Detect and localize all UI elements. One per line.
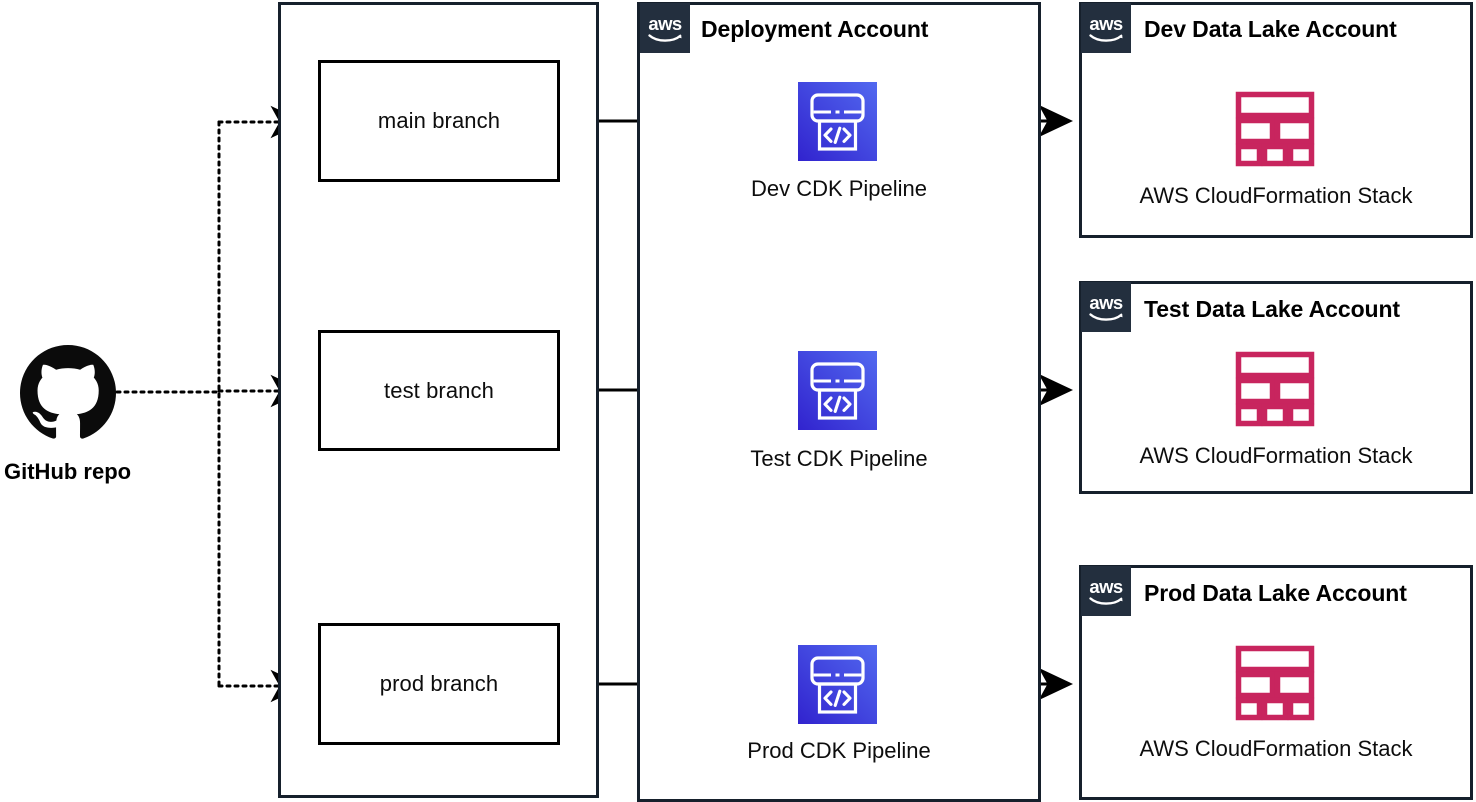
branch-box-prod[interactable]: prod branch — [318, 623, 560, 745]
svg-text:aws: aws — [1089, 292, 1122, 313]
aws-cloudformation-icon-test — [1235, 351, 1315, 427]
branch-label-test: test branch — [384, 377, 494, 403]
aws-logo-icon: aws — [640, 3, 690, 53]
pipeline-caption-dev: Dev CDK Pipeline — [750, 176, 928, 201]
aws-cdk-pipeline-icon-test — [798, 351, 877, 430]
aws-cloudformation-icon-dev — [1235, 91, 1315, 167]
test-data-lake-account-title: Test Data Lake Account — [1144, 296, 1400, 322]
pipeline-caption-prod: Prod CDK Pipeline — [747, 738, 931, 763]
cloudformation-caption-test: AWS CloudFormation Stack — [1139, 443, 1413, 468]
connector-repo-to-branches — [115, 105, 305, 703]
branch-box-test[interactable]: test branch — [318, 330, 560, 451]
aws-cloudformation-icon-prod — [1235, 645, 1315, 721]
branch-box-main[interactable]: main branch — [318, 60, 560, 182]
aws-cdk-pipeline-icon-dev — [798, 82, 877, 161]
aws-logo-icon-dev: aws — [1081, 3, 1131, 53]
github-repo-label: GitHub repo — [4, 459, 132, 484]
aws-logo-icon-test: aws — [1081, 282, 1131, 332]
branch-label-main: main branch — [377, 108, 501, 133]
aws-cdk-pipeline-icon-prod — [798, 645, 877, 724]
svg-text:aws: aws — [648, 13, 681, 34]
pipeline-caption-test: Test CDK Pipeline — [750, 446, 928, 471]
cloudformation-caption-dev: AWS CloudFormation Stack — [1139, 183, 1413, 208]
github-icon — [20, 345, 116, 441]
cloudformation-caption-prod: AWS CloudFormation Stack — [1139, 736, 1413, 761]
prod-data-lake-account-title: Prod Data Lake Account — [1144, 580, 1407, 606]
dev-data-lake-account-title: Dev Data Lake Account — [1144, 16, 1397, 42]
deployment-account-title: Deployment Account — [701, 16, 929, 42]
svg-text:aws: aws — [1089, 576, 1122, 597]
branch-label-prod: prod branch — [379, 671, 499, 696]
svg-text:aws: aws — [1089, 13, 1122, 34]
aws-logo-icon-prod: aws — [1081, 566, 1131, 616]
